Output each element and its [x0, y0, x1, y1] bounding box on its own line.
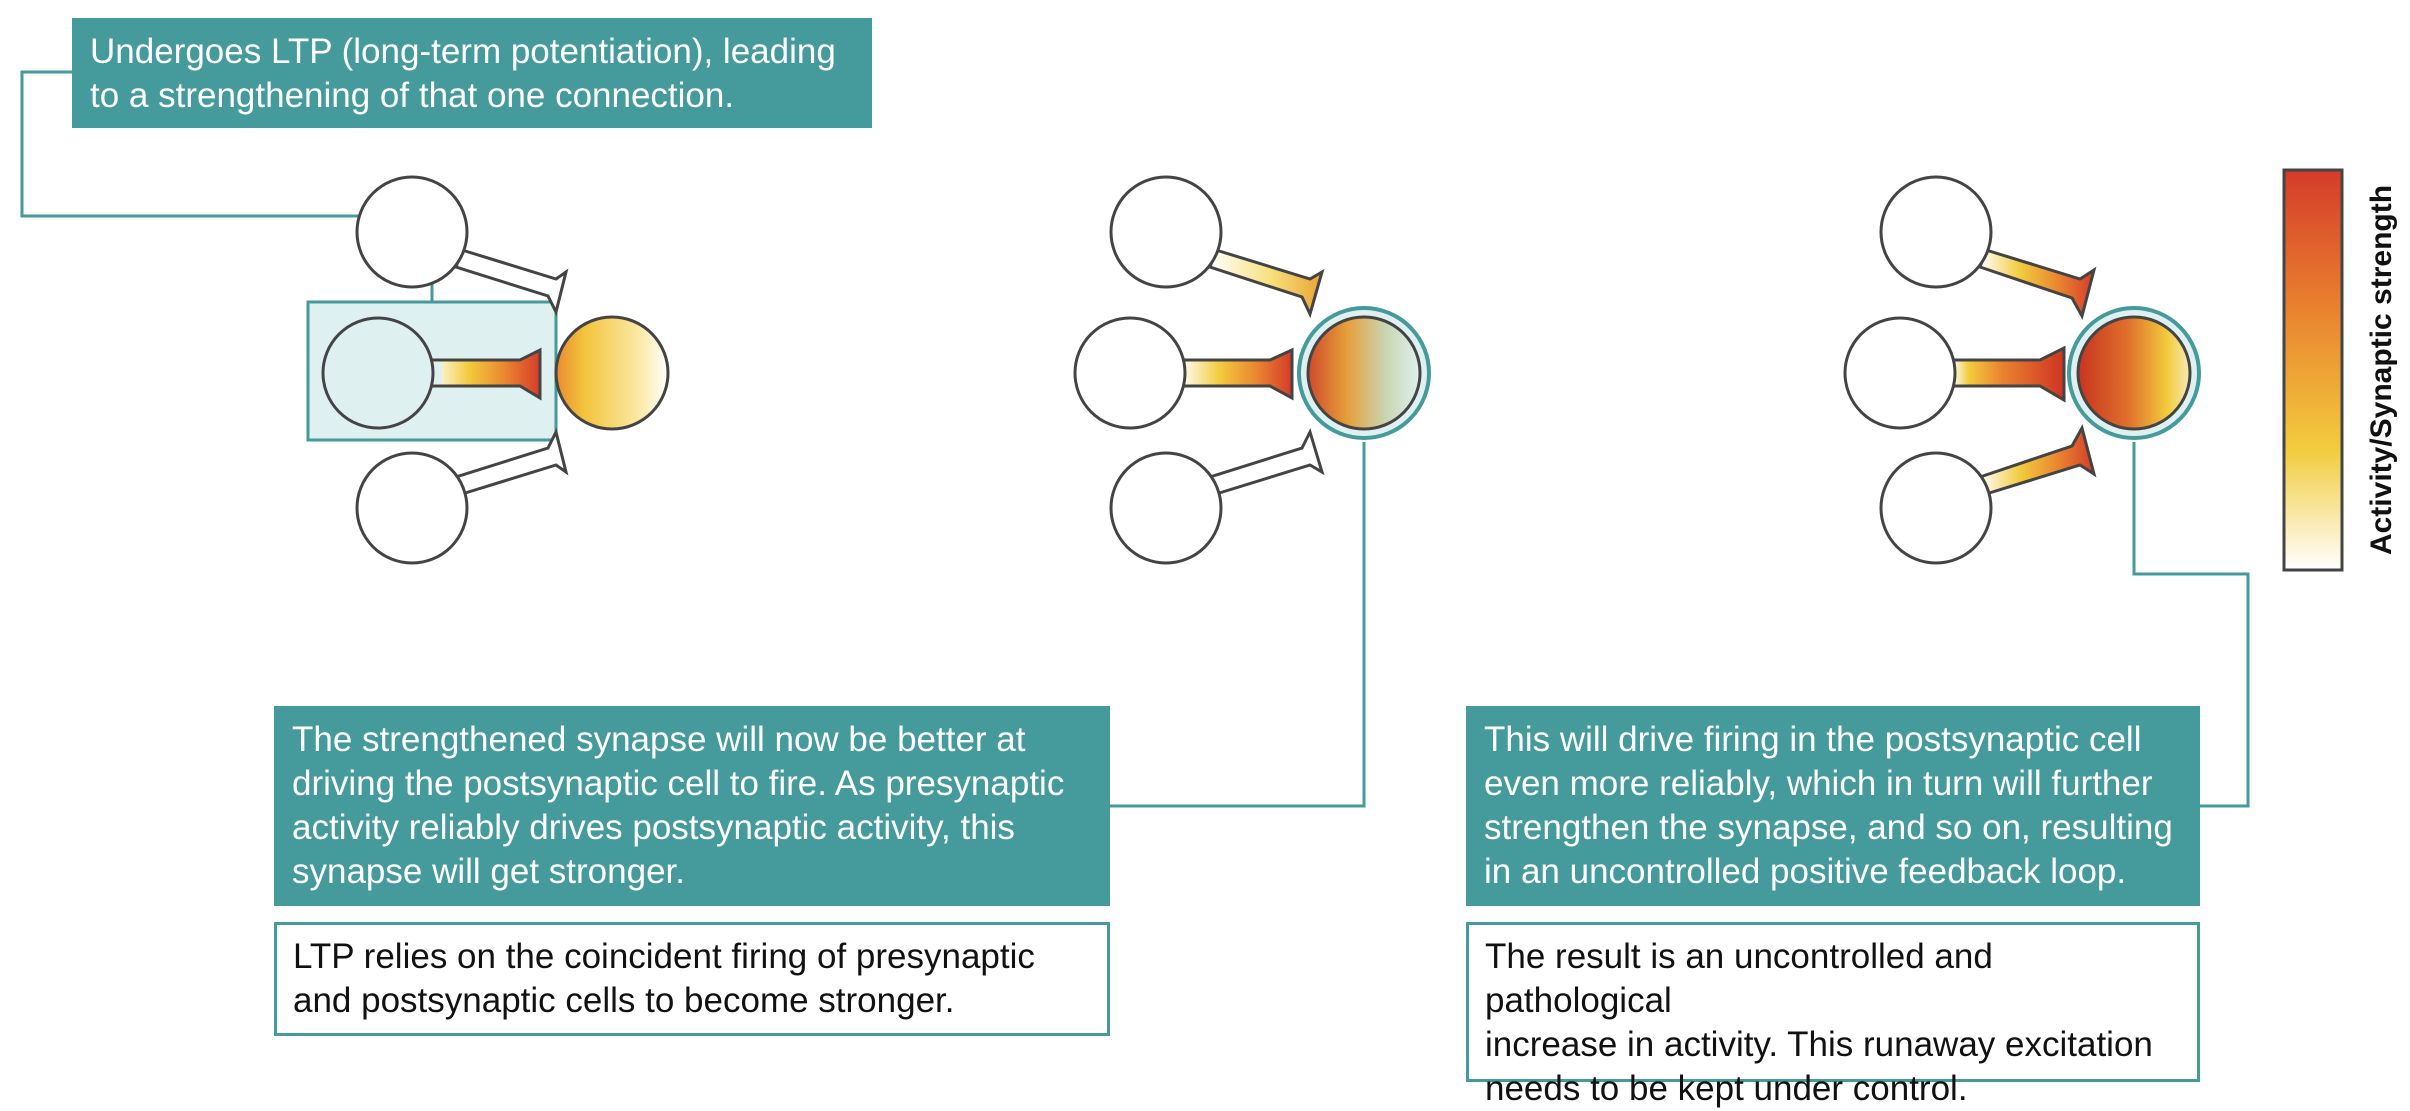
- stage3-note-result-text: The result is an uncontrolled and pathol…: [1485, 937, 2153, 1108]
- stage3-network: [1843, 175, 2250, 808]
- stage1-presynaptic-neuron-middle: [321, 316, 542, 430]
- stage1-postsynaptic-cell: [554, 315, 670, 431]
- stage2-postsynaptic-cell: [1297, 306, 1431, 440]
- stage2-presynaptic-neuron-middle: [1073, 316, 1294, 430]
- stage3-presynaptic-neuron-bottom: [1879, 423, 2097, 565]
- stage1-callout-ltp-text: Undergoes LTP (long-term potentiation), …: [90, 32, 836, 115]
- stage3-callout-feedback: This will drive firing in the postsynapt…: [1466, 706, 2200, 906]
- stage2-presynaptic-neuron-top: [1109, 175, 1325, 319]
- legend-label: Activity/Synaptic strength: [2352, 170, 2410, 570]
- stage1-presynaptic-neuron-top: [355, 175, 569, 317]
- legend-gradient-bar: [2282, 168, 2344, 572]
- stage2-network: [1073, 175, 1431, 808]
- stage2-note-coincident: LTP relies on the coincident firing of p…: [274, 922, 1110, 1036]
- stage3-note-result: The result is an uncontrolled and pathol…: [1466, 922, 2200, 1108]
- stage3-callout-feedback-text: This will drive firing in the postsynapt…: [1484, 720, 2173, 891]
- stage3-connector-line: [2132, 442, 2250, 808]
- stage2-note-coincident-text: LTP relies on the coincident firing of p…: [293, 937, 1035, 1020]
- stage2-callout-strengthened-text: The strengthened synapse will now be bet…: [292, 720, 1065, 891]
- stage2-callout-strengthened: The strengthened synapse will now be bet…: [274, 706, 1110, 906]
- stage1-presynaptic-neuron-bottom: [355, 427, 569, 565]
- stage1-callout-ltp: Undergoes LTP (long-term potentiation), …: [72, 18, 872, 128]
- stage2-presynaptic-neuron-bottom: [1109, 427, 1325, 565]
- stage3-presynaptic-neuron-middle: [1843, 316, 2066, 430]
- legend-label-text: Activity/Synaptic strength: [2365, 184, 2398, 556]
- stage1-network: [20, 70, 670, 565]
- stage2-connector-line: [1108, 442, 1366, 808]
- stage3-presynaptic-neuron-top: [1879, 175, 2097, 321]
- stage3-postsynaptic-cell: [2067, 306, 2201, 440]
